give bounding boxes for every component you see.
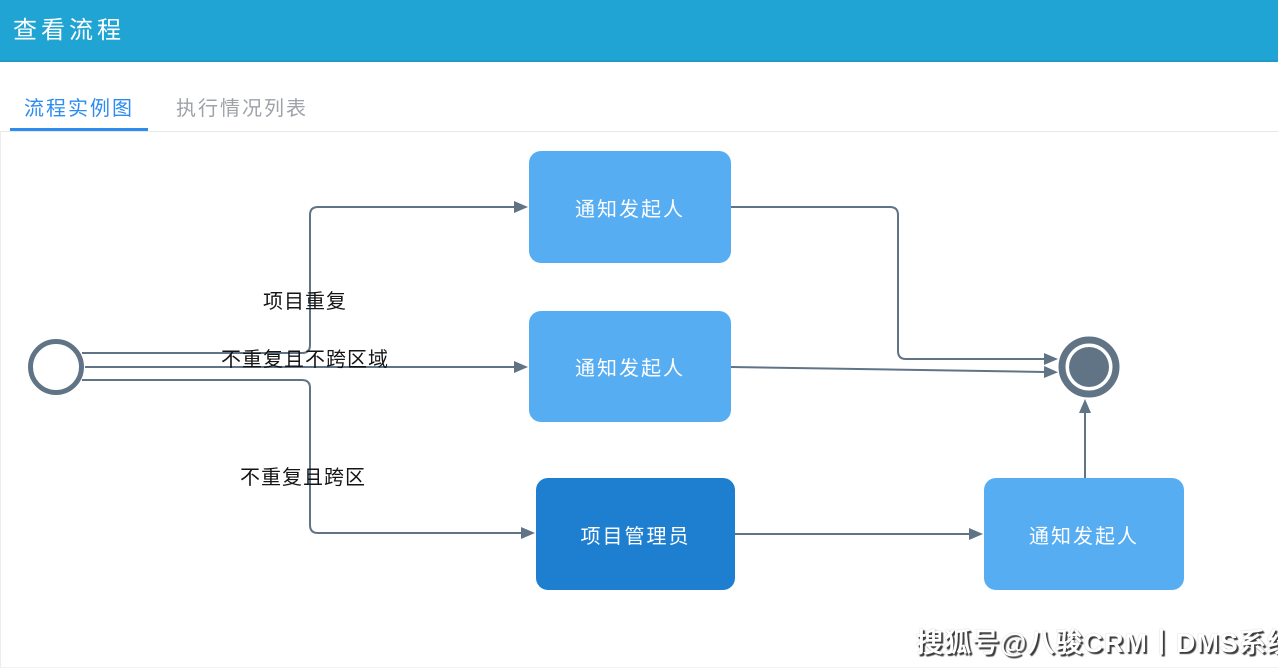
tab-execution-status-list[interactable]: 执行情况列表 bbox=[176, 98, 308, 120]
edge-label-not-duplicate-cross-region: 不重复且跨区 bbox=[240, 467, 366, 489]
window-titlebar: 查看流程 bbox=[0, 0, 1278, 62]
flow-node-notify-initiator-middle: 通知发起人 bbox=[529, 311, 731, 422]
edge-start-to-project-admin bbox=[82, 379, 535, 539]
edge-start-to-notify-top bbox=[82, 201, 528, 354]
end-event-inner-dot bbox=[1069, 347, 1109, 387]
start-event-circle bbox=[28, 339, 84, 395]
edge-label-project-duplicate: 项目重复 bbox=[263, 291, 347, 313]
flow-connectors-layer bbox=[28, 201, 1120, 540]
sohu-watermark: 搜狐号@八骏CRM丨DMS系统 bbox=[916, 628, 1278, 658]
flow-diagram-canvas: 通知发起人 通知发起人 项目管理员 通知发起人 项目重复 不重复且不跨区域 不重… bbox=[0, 132, 1278, 668]
tab-process-instance-diagram[interactable]: 流程实例图 bbox=[10, 90, 148, 131]
flow-node-notify-initiator-right: 通知发起人 bbox=[984, 478, 1184, 590]
edge-notify-top-to-end bbox=[731, 206, 1058, 365]
edge-notify-middle-to-end bbox=[730, 365, 1058, 378]
edge-label-not-duplicate-not-cross-region: 不重复且不跨区域 bbox=[221, 349, 389, 371]
page-title: 查看流程 bbox=[13, 17, 125, 44]
flow-node-project-admin: 项目管理员 bbox=[536, 478, 735, 590]
tab-bar: 流程实例图 执行情况列表 bbox=[0, 62, 1278, 132]
flow-node-notify-initiator-top: 通知发起人 bbox=[529, 151, 731, 263]
